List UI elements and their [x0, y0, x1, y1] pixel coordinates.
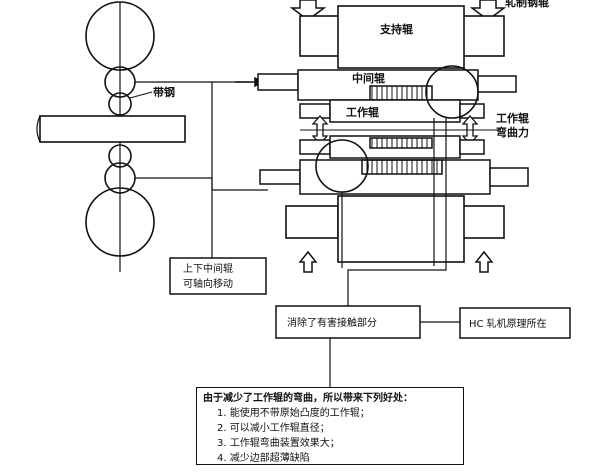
up-arrow-left	[298, 250, 318, 273]
benefits-box: 由于减少了工作辊的弯曲，所以带来下列好处： 1. 能使用不带原始凸度的工作辊； …	[196, 387, 464, 465]
axial-arrows-left	[235, 76, 307, 182]
strip-bar	[36, 91, 186, 143]
strip-label: 带钢	[153, 85, 175, 99]
benefits-heading: 由于减少了工作辊的弯曲，所以带来下列好处：	[203, 393, 413, 404]
lower-work-roll	[108, 144, 132, 168]
upper-intermediate-roll-side	[257, 69, 517, 101]
shift-leader-lines	[135, 81, 268, 258]
lower-intermediate-roll-side	[259, 159, 529, 195]
up-arrow-right	[474, 250, 494, 273]
down-arrow-right	[469, 0, 507, 21]
upper-work-roll	[108, 92, 132, 116]
bending-label-line1: 工作辊	[496, 111, 529, 125]
eliminate-box	[275, 305, 421, 339]
hc-principle-text: HC 轧机原理所在	[469, 317, 547, 330]
intermediate-roll-label: 中间辊	[352, 71, 385, 85]
upper-backup-roll	[85, 1, 155, 71]
backup-roll-label: 支持辊	[379, 22, 413, 36]
upper-work-roll-side	[299, 99, 485, 123]
hc-principle-box	[459, 307, 571, 339]
benefit-item-1: 1. 能使用不带原始凸度的工作辊；	[217, 408, 370, 419]
axial-shift-line1: 上下中间辊	[183, 262, 233, 275]
contact-detail-circle-upper	[425, 65, 479, 119]
axial-shift-box	[169, 257, 267, 295]
connector-lines	[329, 118, 460, 388]
benefit-item-4: 4. 减少边部超薄缺陷	[217, 453, 310, 464]
top-right-partial-label: 轧制钢辊	[505, 0, 549, 9]
benefit-item-2: 2. 可以减小工作辊直径；	[217, 423, 330, 434]
axial-shift-line2: 可轴向移动	[183, 277, 233, 290]
lower-backup-roll-side	[285, 195, 505, 263]
top-load-arrows	[289, 0, 507, 21]
lower-work-roll-side	[299, 135, 485, 159]
upper-backup-roll-side	[299, 5, 505, 69]
benefits-list: 1. 能使用不带原始凸度的工作辊； 2. 可以减小工作辊直径； 3. 工作辊弯曲…	[203, 406, 457, 466]
benefit-item-3: 3. 工作辊弯曲装置效果大；	[217, 438, 340, 449]
down-arrow-left	[289, 0, 327, 21]
work-roll-label: 工作辊	[346, 105, 379, 119]
bottom-load-arrows	[298, 250, 494, 273]
eliminate-text: 消除了有害接触部分	[287, 316, 377, 329]
lower-backup-roll	[85, 187, 155, 257]
bending-label-line2: 弯曲力	[496, 125, 529, 139]
